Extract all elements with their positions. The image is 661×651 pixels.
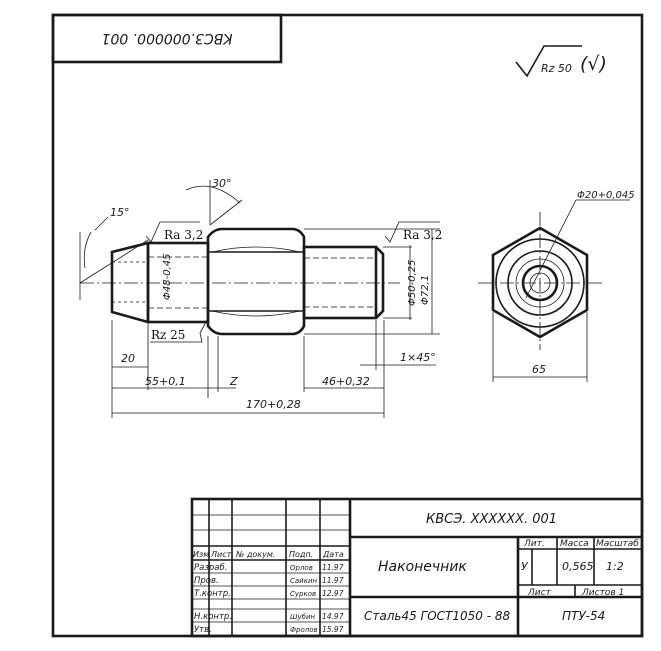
mass-label: Масса [560,539,589,549]
dimension-label: Φ48-0,45 [162,254,173,300]
role-5: Утв. [194,625,212,635]
header-doc: № докум. [235,550,275,559]
dimension-label: 65 [532,363,546,376]
header-izm: Изм [193,550,209,559]
roughness-rz-bottom: Rz 25 [150,319,208,343]
sig-0: Орлов [290,564,313,572]
sig-5: Фролов [290,626,318,634]
sig-2: Сурков [290,590,316,598]
dimension-label: Φ72,1 [420,275,431,305]
dimension-label: 1×45° [400,351,436,364]
organization: ПТУ-54 [562,609,605,623]
dimension-label: Rz 25 [151,328,185,342]
material: Сталь45 ГОСТ1050 - 88 [364,609,511,623]
role-2: Т.контр. [194,589,231,599]
date-1: 11.97 [322,576,344,585]
front-view: 15° 30° Ra 3,2 Ra 3,2 Rz 25 Φ48-0,45 Φ50… [79,177,442,418]
dimension-label: KBC3.000000. 001 [102,30,233,46]
roughness-bracket-mark: (√) [580,53,607,75]
dimension-label: 15° [110,206,130,219]
scale-value: 1:2 [606,560,624,573]
sheet-label: Лист [527,588,552,598]
header-date: Дата [322,550,344,559]
date-5: 15.97 [322,625,344,634]
role-1: Пров. [194,576,219,586]
dimension-label: Φ20+0,045 [577,190,635,201]
roughness-general-value: Rz 50 [541,62,572,75]
designation: КВСЭ. XXXXXX. 001 [426,512,557,527]
role-0: Разраб. [194,563,227,573]
title-block: Изм Лист № докум. Подп. Дата Разраб. Орл… [190,497,644,638]
roughness-ra-left: Ra 3,2 [145,221,203,243]
lit-label: Лит. [523,539,545,549]
scale-label: Масштаб [596,539,639,549]
dimension-label: 20 [121,352,135,365]
roughness-ra-right: Ra 3,2 [384,221,442,243]
dimension-label: 30° [212,177,232,190]
dimension-label: 170+0,28 [246,398,301,411]
sig-4: Шубин [290,613,315,621]
doc-stamp: KBC3.000000. 001 [51,13,283,64]
lit-value: У [521,560,529,573]
dimension-label: 55+0,1 [145,375,186,388]
date-4: 14.97 [322,612,344,621]
mass-value: 0,565 [562,560,594,573]
date-2: 12.97 [322,589,344,598]
date-0: 11.97 [322,563,344,572]
dimension-label: Ra 3,2 [403,228,442,242]
sheets-label: Листов 1 [581,588,624,598]
dimension-label: Ra 3,2 [164,228,203,242]
part-name: Наконечник [378,559,467,575]
dimension-label: 46+0,32 [322,375,370,388]
dimension-label: Z [229,375,238,388]
roughness-general-symbol: Rz 50 (√) [515,45,607,78]
dimension-label: Φ50-0,25 [407,260,418,306]
side-view: Φ20+0,045 65 [478,190,635,382]
role-4: Н.контр. [194,612,232,622]
header-sign: Подп. [289,550,313,559]
header-list: Лист [210,550,232,559]
sig-1: Сайкин [290,577,318,585]
